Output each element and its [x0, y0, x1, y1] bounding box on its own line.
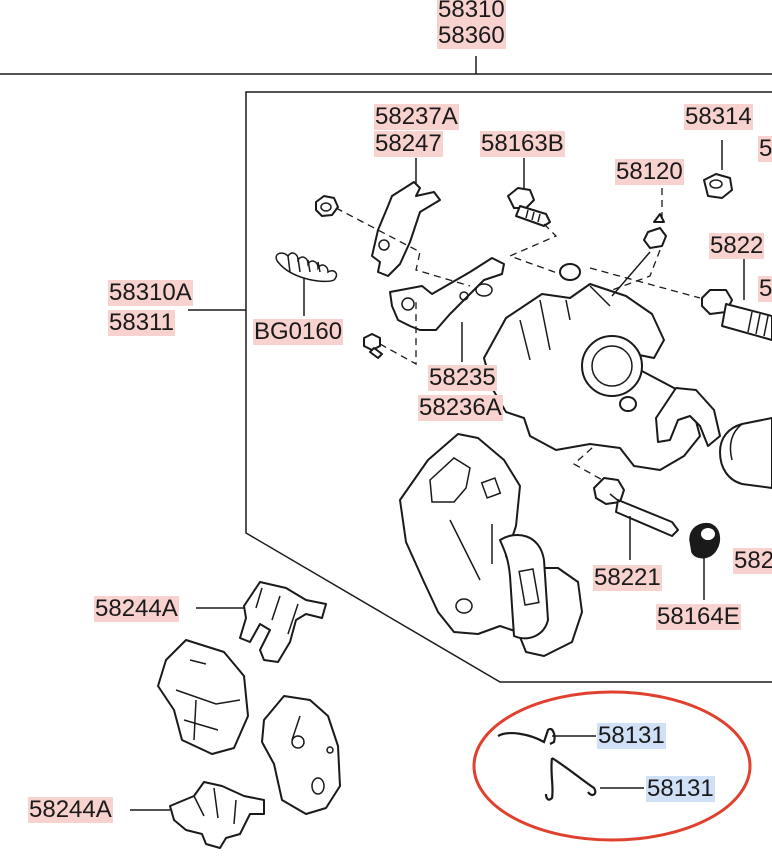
caliper-bleeder-link — [611, 251, 651, 297]
plate-part — [389, 257, 505, 331]
label-pin-right-partial: 5822 — [709, 232, 765, 259]
clip-bottom-part — [169, 781, 265, 849]
label-cap-1: 58314 — [684, 103, 753, 130]
highlight-circle — [472, 690, 752, 842]
dash-line-3 — [508, 223, 561, 275]
spring-wire-2-part — [544, 757, 597, 801]
clip-top-part — [239, 581, 327, 663]
label-clip-bottom: 58244A — [28, 796, 113, 823]
label-clip-top: 58244A — [94, 595, 179, 622]
caliper-body-part — [483, 263, 721, 471]
boot-part — [689, 522, 721, 559]
small-bolt-part — [363, 333, 383, 359]
label-spring-wire-2: 58131 — [646, 775, 715, 802]
label-top-2: 58360 — [437, 22, 506, 49]
carrier-bracket-part — [399, 433, 583, 657]
brake-pad-left-part — [157, 639, 249, 755]
bleeder-part — [643, 213, 667, 249]
label-pin-right-partial-2: 5 — [758, 275, 772, 302]
label-bracket-1: 58237A — [374, 103, 459, 130]
spring-part — [275, 252, 338, 283]
label-plate-1: 58235 — [428, 364, 497, 391]
dash-line-2 — [379, 300, 417, 366]
cap-part — [703, 173, 733, 199]
label-assy-1: 58310A — [108, 279, 193, 306]
label-cap-2-partial: 5 — [758, 135, 772, 162]
label-spring-wire-1: 58131 — [597, 722, 666, 749]
piston-part — [719, 417, 772, 489]
bracket-part — [371, 181, 441, 277]
right-pin-part — [701, 289, 772, 341]
label-piston-partial: 582 — [733, 548, 772, 574]
label-top-1: 58310 — [437, 0, 506, 23]
label-assy-2: 58311 — [108, 309, 175, 336]
label-bleeder: 58120 — [615, 158, 684, 185]
label-plate-2: 58236A — [418, 394, 503, 421]
bolt-part — [507, 187, 551, 227]
dash-line-4 — [595, 249, 661, 297]
brake-pad-right-part — [261, 695, 341, 815]
nut-part — [315, 195, 339, 217]
spring-wire-1-part — [497, 727, 556, 745]
label-bolt-b: 58163B — [480, 130, 565, 157]
guide-pin-part — [593, 477, 679, 537]
label-spring: BG0160 — [253, 318, 344, 345]
label-boot: 58164E — [656, 603, 741, 630]
label-guide-pin: 58221 — [593, 564, 662, 591]
caliper-kit-outline — [245, 91, 772, 683]
label-bracket-2: 58247 — [374, 130, 443, 157]
